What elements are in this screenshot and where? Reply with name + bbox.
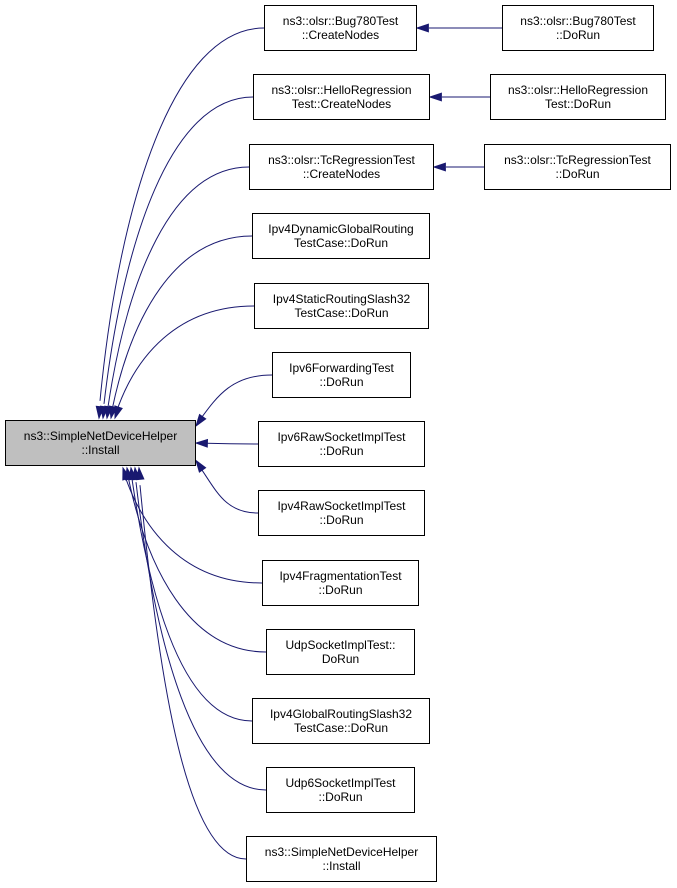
node-label-line-2: ::DoRun <box>555 167 600 181</box>
node-ipv4dynamicglobalrouting-dorun[interactable]: Ipv4DynamicGlobalRouting TestCase::DoRun <box>252 213 430 259</box>
edge-ipv6-forwarding <box>196 374 273 425</box>
node-label-line-1: ns3::SimpleNetDeviceHelper <box>264 845 419 859</box>
arrowhead-ipv6-forwarding <box>195 413 207 428</box>
edge-hello-create <box>103 96 254 404</box>
node-label-line-2: ::DoRun <box>318 583 363 597</box>
node-label-line-1: Ipv4DynamicGlobalRouting <box>268 222 414 236</box>
arrowhead-tc-dorun <box>432 162 446 172</box>
node-helloregression-dorun[interactable]: ns3::olsr::HelloRegression Test::DoRun <box>490 74 666 120</box>
edge-udp-socket <box>127 475 267 653</box>
node-label-line-1: Ipv6ForwardingTest <box>289 361 394 375</box>
node-tcregression-dorun[interactable]: ns3::olsr::TcRegressionTest ::DoRun <box>484 144 671 190</box>
arrowhead-ipv4-raw-socket <box>195 459 207 473</box>
node-label-line-2: TestCase::DoRun <box>293 236 389 250</box>
node-label-line-1: UdpSocketImplTest:: <box>285 638 396 652</box>
node-helloregression-createnodes[interactable]: ns3::olsr::HelloRegression Test::CreateN… <box>253 74 430 120</box>
node-label-line-1: Ipv4FragmentationTest <box>279 569 402 583</box>
node-label-line-2: DoRun <box>321 652 360 666</box>
arrowhead-hello-dorun <box>428 92 442 102</box>
arrowhead-ipv6-raw-socket <box>194 438 209 448</box>
node-ipv4fragmentationtest-dorun[interactable]: Ipv4FragmentationTest ::DoRun <box>262 560 419 606</box>
node-label-line-1: Ipv4StaticRoutingSlash32 <box>272 292 411 306</box>
node-tcregression-createnodes[interactable]: ns3::olsr::TcRegressionTest ::CreateNode… <box>249 144 434 190</box>
node-label-line-2: ::CreateNodes <box>301 28 380 42</box>
node-label-line-2: TestCase::DoRun <box>294 306 389 320</box>
edge-simple-install <box>139 485 247 860</box>
node-label-line-2: ::DoRun <box>318 790 363 804</box>
node-label-line-2: ::DoRun <box>555 28 601 42</box>
node-label-line-1: Ipv6RawSocketImplTest <box>277 430 406 444</box>
node-bug780-dorun[interactable]: ns3::olsr::Bug780Test ::DoRun <box>502 5 654 51</box>
node-label-line-1: Ipv4GlobalRoutingSlash32 <box>269 707 413 721</box>
root-line-2: ::Install <box>81 443 120 457</box>
node-label-line-2: Test::CreateNodes <box>291 97 392 111</box>
edge-ipv4-raw-socket <box>196 462 259 514</box>
edge-ipv4-static-slash32 <box>115 305 255 414</box>
edge-ipv4-dynamic <box>111 235 253 411</box>
node-ipv4globalroutingslash32-dorun[interactable]: Ipv4GlobalRoutingSlash32 TestCase::DoRun <box>252 698 430 744</box>
node-udpsocketimpltest-dorun[interactable]: UdpSocketImplTest:: DoRun <box>266 629 415 675</box>
node-label-line-2: Test::DoRun <box>544 97 612 111</box>
node-label-line-2: ::DoRun <box>319 444 364 458</box>
node-label-line-1: ns3::olsr::HelloRegression <box>271 83 412 97</box>
root-node-simplenetdevicehelper-install: ns3::SimpleNetDeviceHelper ::Install <box>5 420 196 466</box>
edge-ipv4-global-slash32 <box>131 479 253 722</box>
node-label-line-1: Ipv4RawSocketImplTest <box>277 499 406 513</box>
edge-udp6-socket <box>135 482 267 791</box>
node-ipv6forwardingtest-dorun[interactable]: Ipv6ForwardingTest ::DoRun <box>272 352 411 398</box>
node-label-line-2: ::Install <box>322 859 361 873</box>
node-ipv6rawsocketimpltest-dorun[interactable]: Ipv6RawSocketImplTest ::DoRun <box>258 421 425 467</box>
node-label-line-1: ns3::olsr::HelloRegression <box>507 83 649 97</box>
node-label-line-2: ::CreateNodes <box>302 167 381 181</box>
root-line-1: ns3::SimpleNetDeviceHelper <box>23 429 178 443</box>
node-label-line-1: ns3::olsr::Bug780Test <box>282 14 399 28</box>
arrowhead-ipv4-static-slash32 <box>114 405 123 420</box>
node-label-line-1: ns3::olsr::Bug780Test <box>520 14 636 28</box>
node-simplenetdevicehelper-install-caller[interactable]: ns3::SimpleNetDeviceHelper ::Install <box>246 836 437 882</box>
node-bug780-createnodes[interactable]: ns3::olsr::Bug780Test ::CreateNodes <box>264 5 417 51</box>
node-label-line-1: Udp6SocketImplTest <box>285 776 396 790</box>
arrowhead-bug780-dorun <box>415 23 429 33</box>
node-label-line-2: ::DoRun <box>319 513 364 527</box>
node-ipv4rawsocketimpltest-dorun[interactable]: Ipv4RawSocketImplTest ::DoRun <box>258 490 425 536</box>
node-label-line-1: ns3::olsr::TcRegressionTest <box>268 153 415 167</box>
node-udp6socketimpltest-dorun[interactable]: Udp6SocketImplTest ::DoRun <box>266 767 415 813</box>
arrowhead-simple-install <box>135 466 145 481</box>
node-label-line-1: ns3::olsr::TcRegressionTest <box>504 153 651 167</box>
node-label-line-2: TestCase::DoRun <box>293 721 389 735</box>
node-label-line-2: ::DoRun <box>319 375 364 389</box>
edge-tc-create <box>107 166 250 408</box>
node-ipv4staticroutingslash32-dorun[interactable]: Ipv4StaticRoutingSlash32 TestCase::DoRun <box>254 283 429 329</box>
edge-bug780-create <box>99 27 265 401</box>
